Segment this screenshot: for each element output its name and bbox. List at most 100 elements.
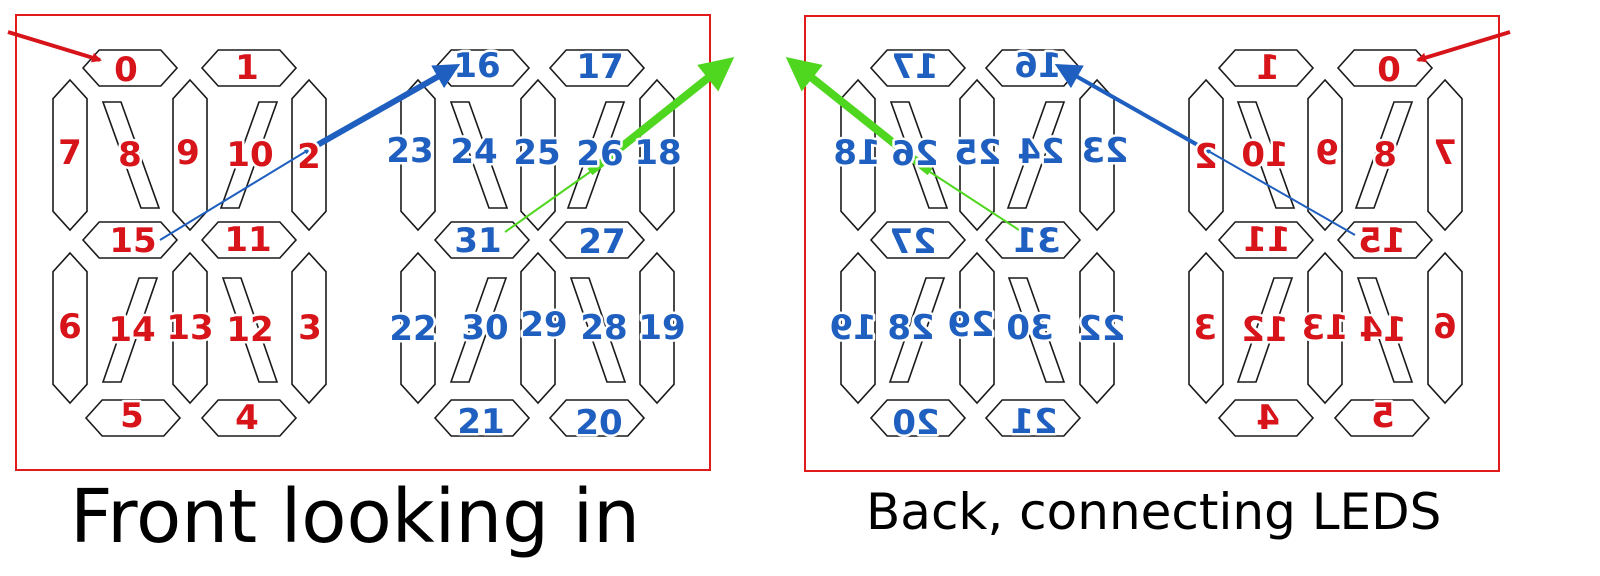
back-segment-20 [869,399,967,437]
front-segment-9 [172,78,208,232]
back-segment-label-22: 22 [1078,309,1125,349]
back-segment-10 [1236,101,1296,209]
back-segment-22 [1079,251,1115,405]
back-segment-label-0: 0 [1377,50,1401,90]
back-green-line [929,171,1023,233]
connection-arrows [7,30,1511,241]
back-segment-27 [869,221,967,259]
back-segment-label-28: 28 [887,308,934,348]
back-segment-8 [1354,101,1414,209]
back-segment-30 [1007,277,1066,383]
back-segment-label-8: 8 [1373,135,1397,175]
back-segment-26 [889,101,949,209]
front-segment-27 [548,221,646,259]
front-segment-label-28: 28 [580,308,627,348]
back-segment-label-12: 12 [1241,310,1288,350]
front-segment-1 [200,49,298,87]
front-segment-label-10: 10 [226,135,273,175]
back-segment-11 [1217,221,1315,259]
back-segment-0 [1336,49,1434,87]
back-segments [840,49,1463,437]
front-segment-label-23: 23 [386,131,433,171]
front-segment-label-6: 6 [58,307,82,347]
front-segment-19 [639,251,675,405]
back-panel-border [804,15,1500,472]
front-segment-5 [84,399,182,437]
back-segment-1 [1217,49,1315,87]
back-segment-label-13: 13 [1301,308,1348,348]
back-segment-17 [869,49,967,87]
front-blue-line [159,151,306,241]
front-segment-0 [81,49,179,87]
back-blue-line [1209,151,1356,236]
back-segment-24 [1006,101,1066,209]
back-segment-9 [1307,78,1343,232]
back-segment-label-7: 7 [1433,133,1457,173]
back-segment-4 [1217,399,1315,437]
front-segment-12 [221,277,279,383]
front-segment-label-11: 11 [224,220,271,260]
front-segment-label-22: 22 [389,309,436,349]
front-segment-label-7: 7 [58,133,82,173]
front-segment-label-0: 0 [114,50,138,90]
front-segment-11 [200,221,298,259]
back-segment-label-17: 17 [891,47,938,87]
front-panel-border [15,14,711,471]
back-blue-arrow [1054,64,1211,154]
front-segment-label-20: 20 [575,403,622,443]
back-segment-12 [1236,277,1294,383]
back-green-arrow [785,57,933,176]
front-segment-label-30: 30 [461,308,508,348]
front-segment-18 [639,78,675,232]
front-segment-label-4: 4 [235,398,259,438]
front-red-arrow [7,30,102,63]
front-segments [52,49,675,437]
back-segment-label-15: 15 [1358,221,1405,261]
front-segment-label-12: 12 [226,310,273,350]
back-red-arrow [1416,30,1511,63]
front-segment-label-13: 13 [166,308,213,348]
back-segment-21 [984,399,1082,437]
front-segment-24 [449,101,509,209]
back-segment-label-4: 4 [1256,398,1280,438]
back-caption: Back, connecting LEDS [866,483,1442,541]
back-segment-label-9: 9 [1315,133,1339,173]
front-caption: Front looking in [70,474,641,560]
back-segment-label-1: 1 [1256,48,1280,88]
front-segment-21 [433,399,531,437]
back-segment-25 [959,78,995,232]
front-segment-label-31: 31 [454,221,501,261]
back-segment-19 [840,251,876,405]
back-segment-31 [984,221,1082,259]
back-segment-label-14: 14 [1359,310,1406,350]
back-segment-14 [1356,277,1414,383]
front-segment-17 [548,49,646,87]
front-segment-10 [219,101,279,209]
back-segment-28 [888,277,946,383]
front-segment-label-1: 1 [235,48,259,88]
front-segment-label-8: 8 [118,135,142,175]
back-segment-label-25: 25 [954,133,1001,173]
front-segment-2 [291,78,327,232]
front-segment-15 [81,221,179,259]
front-segment-label-3: 3 [298,308,322,348]
front-segment-label-24: 24 [450,132,497,172]
front-segment-26 [566,101,626,209]
front-segment-label-18: 18 [634,133,681,173]
front-segment-3 [291,251,327,405]
front-segment-label-27: 27 [578,222,625,262]
segment-shapes [52,49,1463,437]
back-segment-label-30: 30 [1006,308,1053,348]
front-segment-label-25: 25 [513,133,560,173]
back-segment-3 [1188,251,1224,405]
back-segment-6 [1427,251,1463,405]
back-segment-label-23: 23 [1081,131,1128,171]
front-segment-29 [520,251,556,405]
front-segment-4 [200,399,298,437]
back-segment-29 [959,251,995,405]
front-segment-label-9: 9 [176,133,200,173]
back-panel [804,15,1500,472]
